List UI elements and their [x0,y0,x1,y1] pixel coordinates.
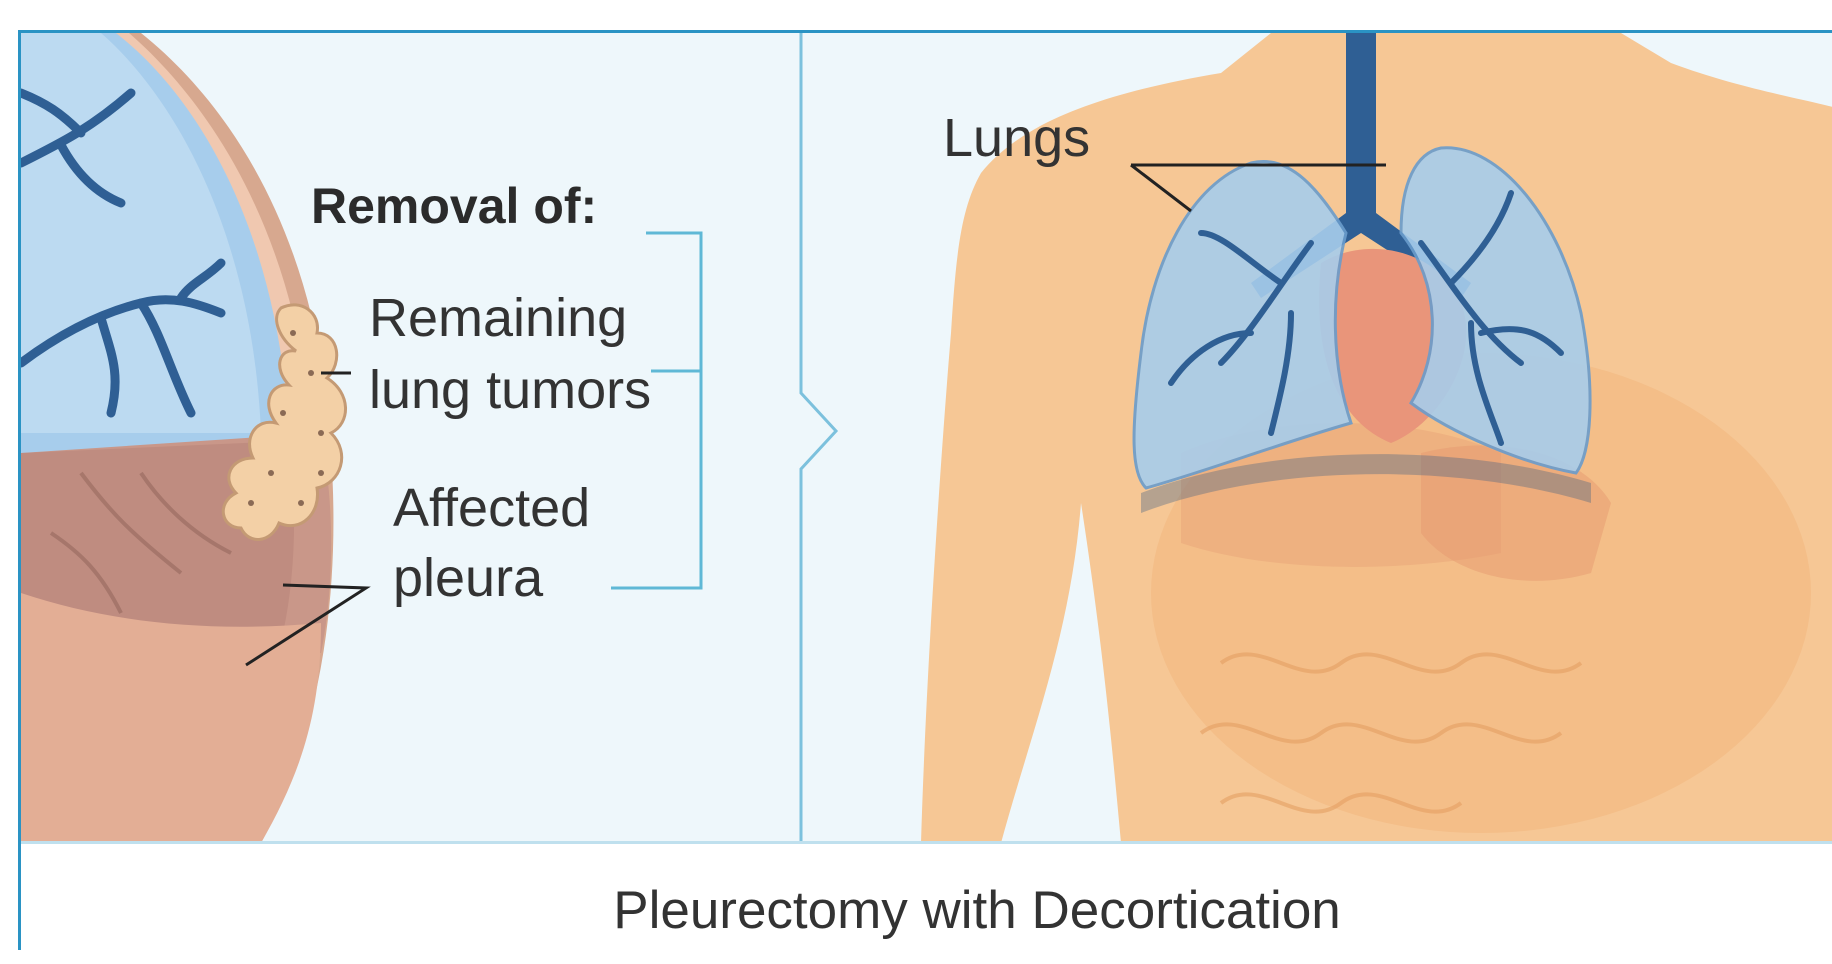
panel-divider [801,33,836,843]
affected-pleura-label-line1: Affected [393,481,590,535]
remaining-tumors-label-line2: lung tumors [369,363,651,417]
remaining-tumors-label-line1: Remaining [369,291,627,345]
lung-closeup [21,33,701,843]
removal-of-heading: Removal of: [311,181,597,231]
affected-pleura-label-line2: pleura [393,551,543,605]
diagram-frame: Removal of: Remaining lung tumors Affect… [18,30,1832,950]
caption-bar: Pleurectomy with Decortication [21,841,1832,964]
caption-text: Pleurectomy with Decortication [21,880,1832,941]
figure-illustration [21,33,1832,843]
lungs-label: Lungs [943,111,1090,165]
